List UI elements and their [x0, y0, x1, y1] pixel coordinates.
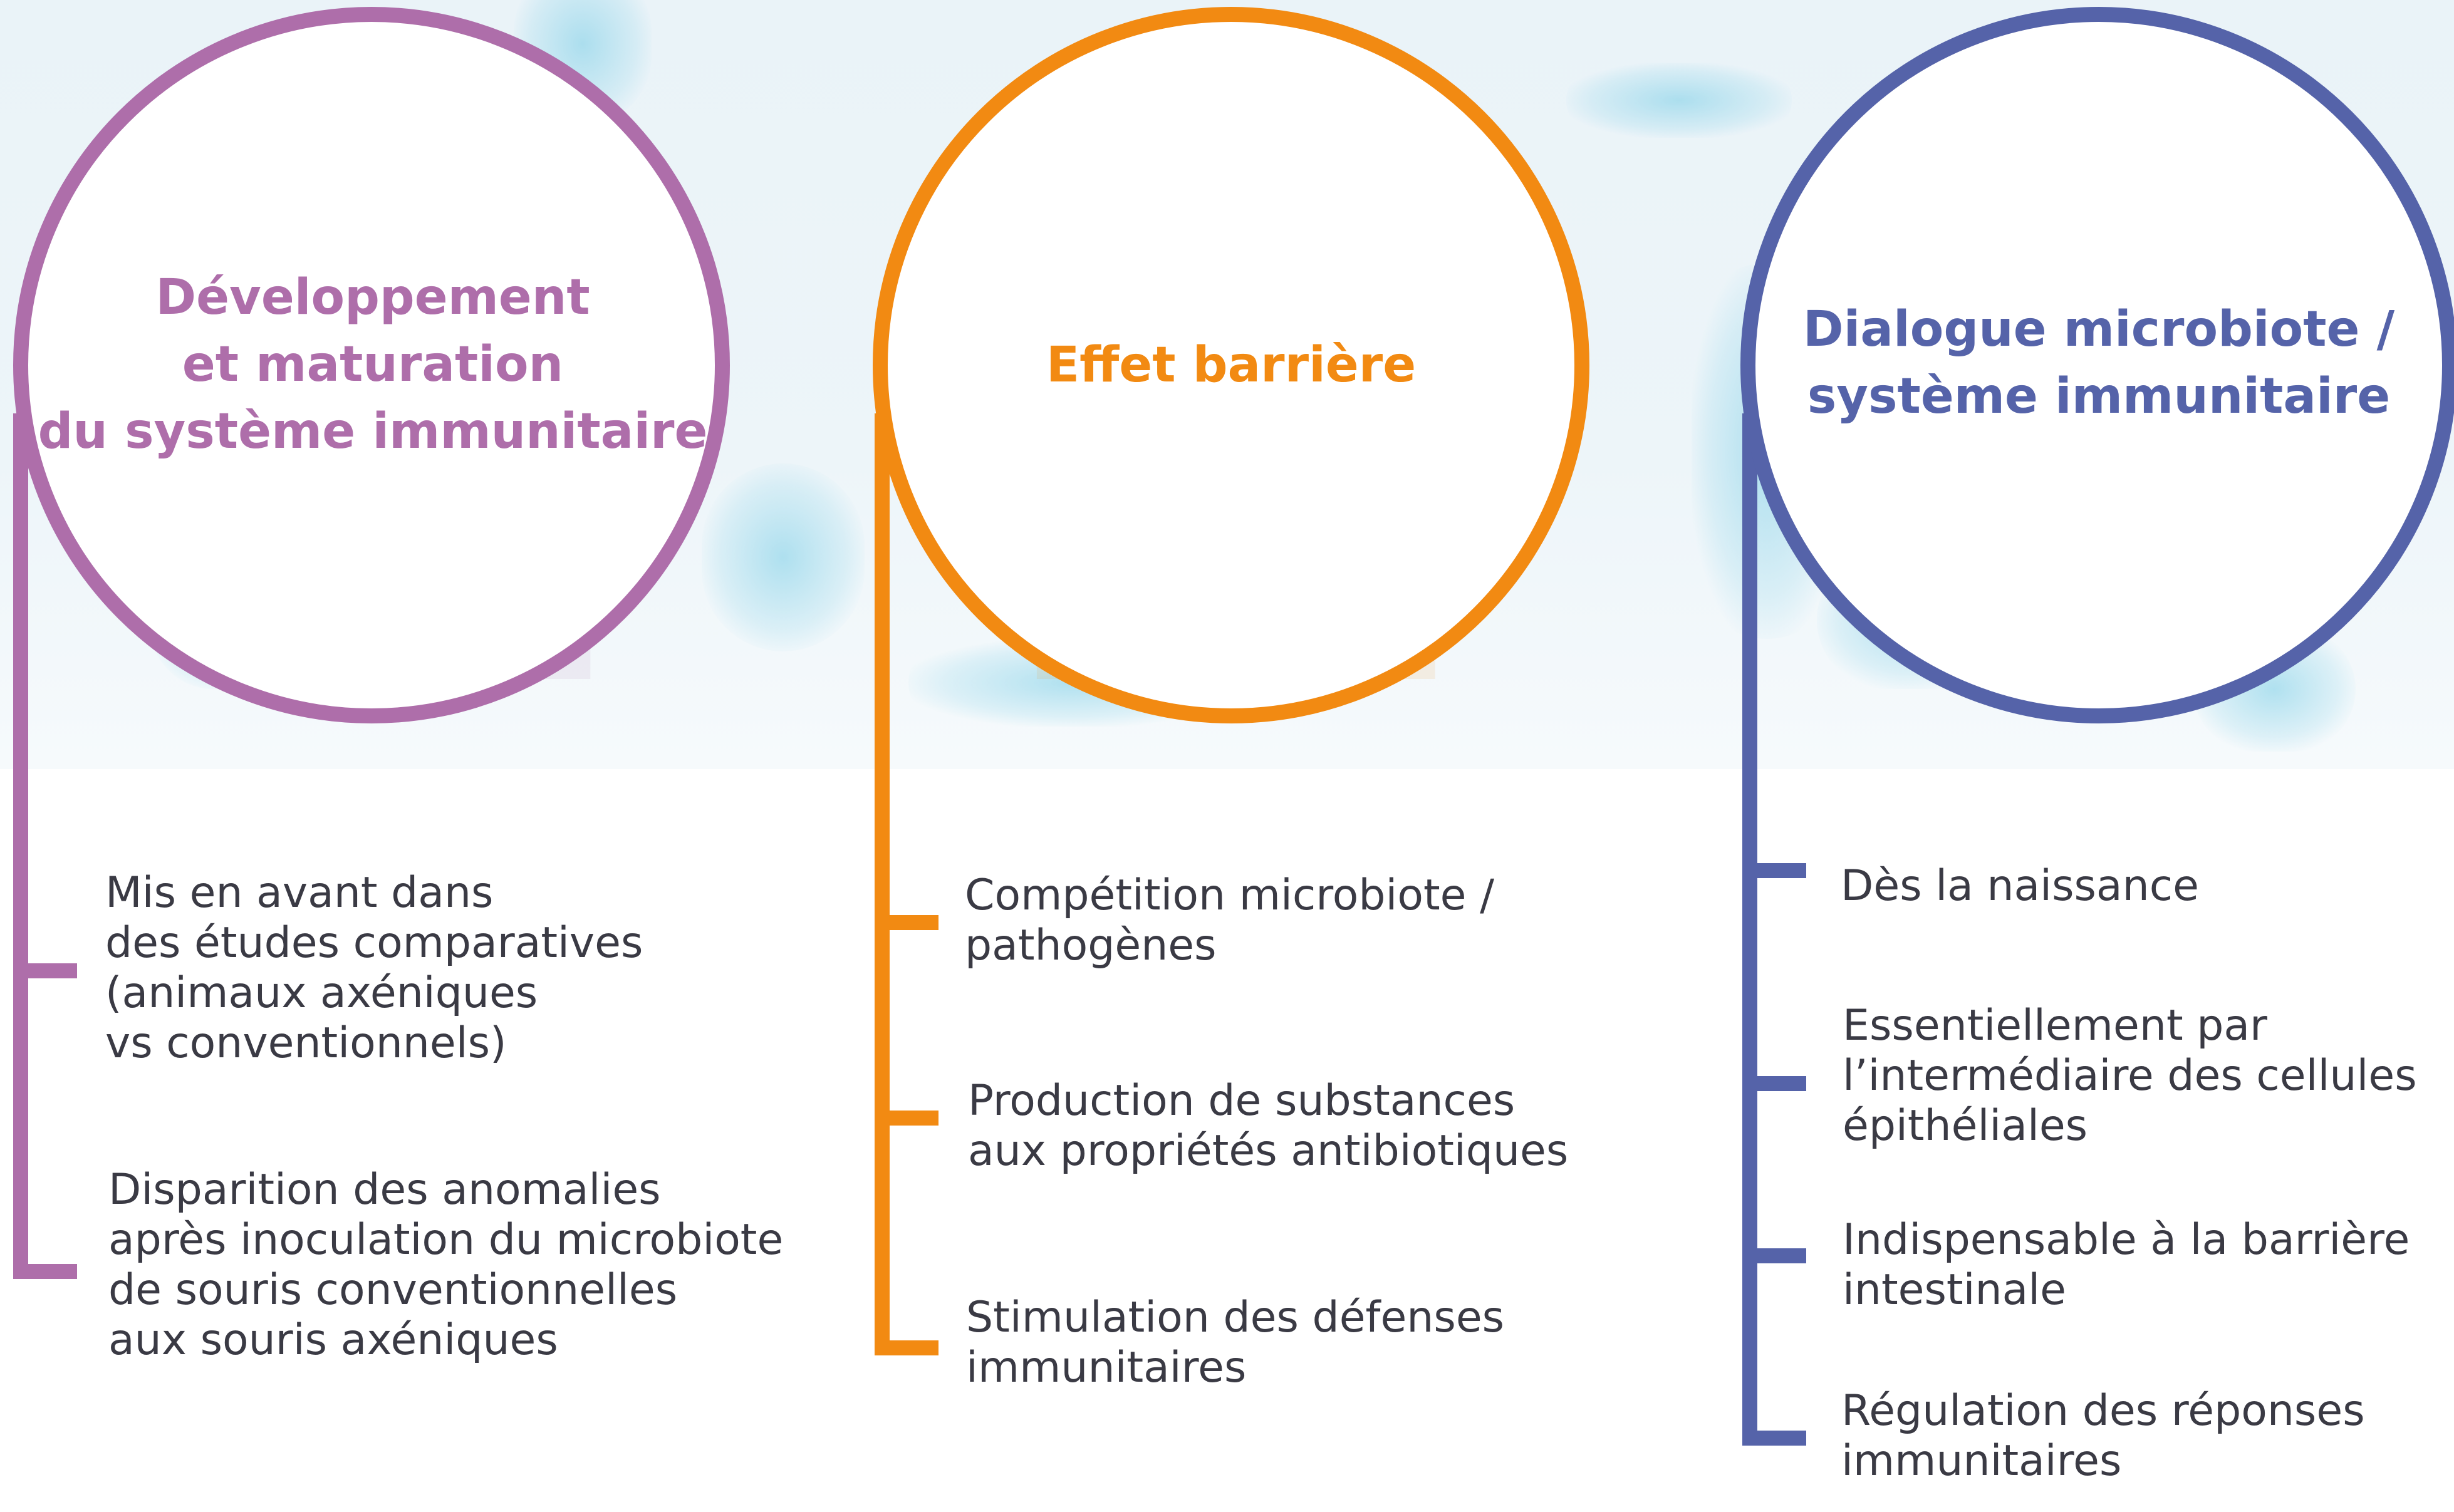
item-text-line: épithéliales [1843, 1101, 2088, 1151]
item-text-line: Stimulation des défenses [966, 1293, 1505, 1342]
item-text-line: aux souris axéniques [108, 1315, 558, 1365]
pillar-2-circle [873, 7, 1589, 723]
item-text-line: intestinale [1843, 1265, 2066, 1315]
item-text-line: de souris conventionnelles [108, 1265, 678, 1315]
pillar-1-title-line: et maturation [182, 336, 564, 393]
pillar-2-title-line: Effet barrière [1046, 337, 1417, 393]
item-text-line: (animaux axéniques [105, 968, 538, 1018]
item-text-line: Disparition des anomalies [108, 1165, 661, 1214]
item-text-line: Essentiellement par [1843, 1001, 2268, 1050]
bacteria-blob [1566, 63, 1792, 138]
pillar-2-title: Effet barrière [883, 332, 1579, 399]
item-text-line: vs conventionnels) [105, 1018, 507, 1068]
item-text-line: Dès la naissance [1841, 861, 2199, 911]
item-text-line: immunitaires [1841, 1436, 2122, 1486]
item-text-line: l’intermédiaire des cellules [1843, 1051, 2417, 1100]
pillar-3-item-1: Dès la naissance [1841, 861, 2199, 911]
pillar-2-item-1: Compétition microbiote /pathogènes [965, 871, 1494, 971]
item-text-line: pathogènes [965, 921, 1217, 970]
item-text-line: immunitaires [966, 1343, 1247, 1392]
pillar-1-circle [13, 7, 730, 723]
bacteria-blob [702, 463, 865, 651]
pillar-3-title: Dialogue microbiote / système immunitaire [1742, 296, 2454, 430]
item-text-line: Régulation des réponses [1841, 1386, 2365, 1436]
pillar-1-title: Développement et maturation du système imm… [25, 264, 720, 465]
item-text-line: aux propriétés antibiotiques [968, 1126, 1569, 1176]
item-text-line: des études comparatives [105, 918, 643, 968]
pillar-3-title-line: système immunitaire [1807, 368, 2391, 425]
item-text-line: Production de substances [968, 1076, 1516, 1126]
item-text-line: après inoculation du microbiote [108, 1215, 784, 1265]
pillar-3-circle [1740, 7, 2454, 723]
item-text-line: Indispensable à la barrière [1843, 1215, 2410, 1265]
pillar-1-title-line: Développement [155, 269, 590, 326]
item-text-line: Compétition microbiote / [965, 871, 1495, 920]
pillar-3-title-line: Dialogue microbiote / [1802, 301, 2395, 358]
pillar-1-title-line: du système immunitaire [38, 403, 708, 460]
item-text-line: Mis en avant dans [105, 868, 494, 918]
